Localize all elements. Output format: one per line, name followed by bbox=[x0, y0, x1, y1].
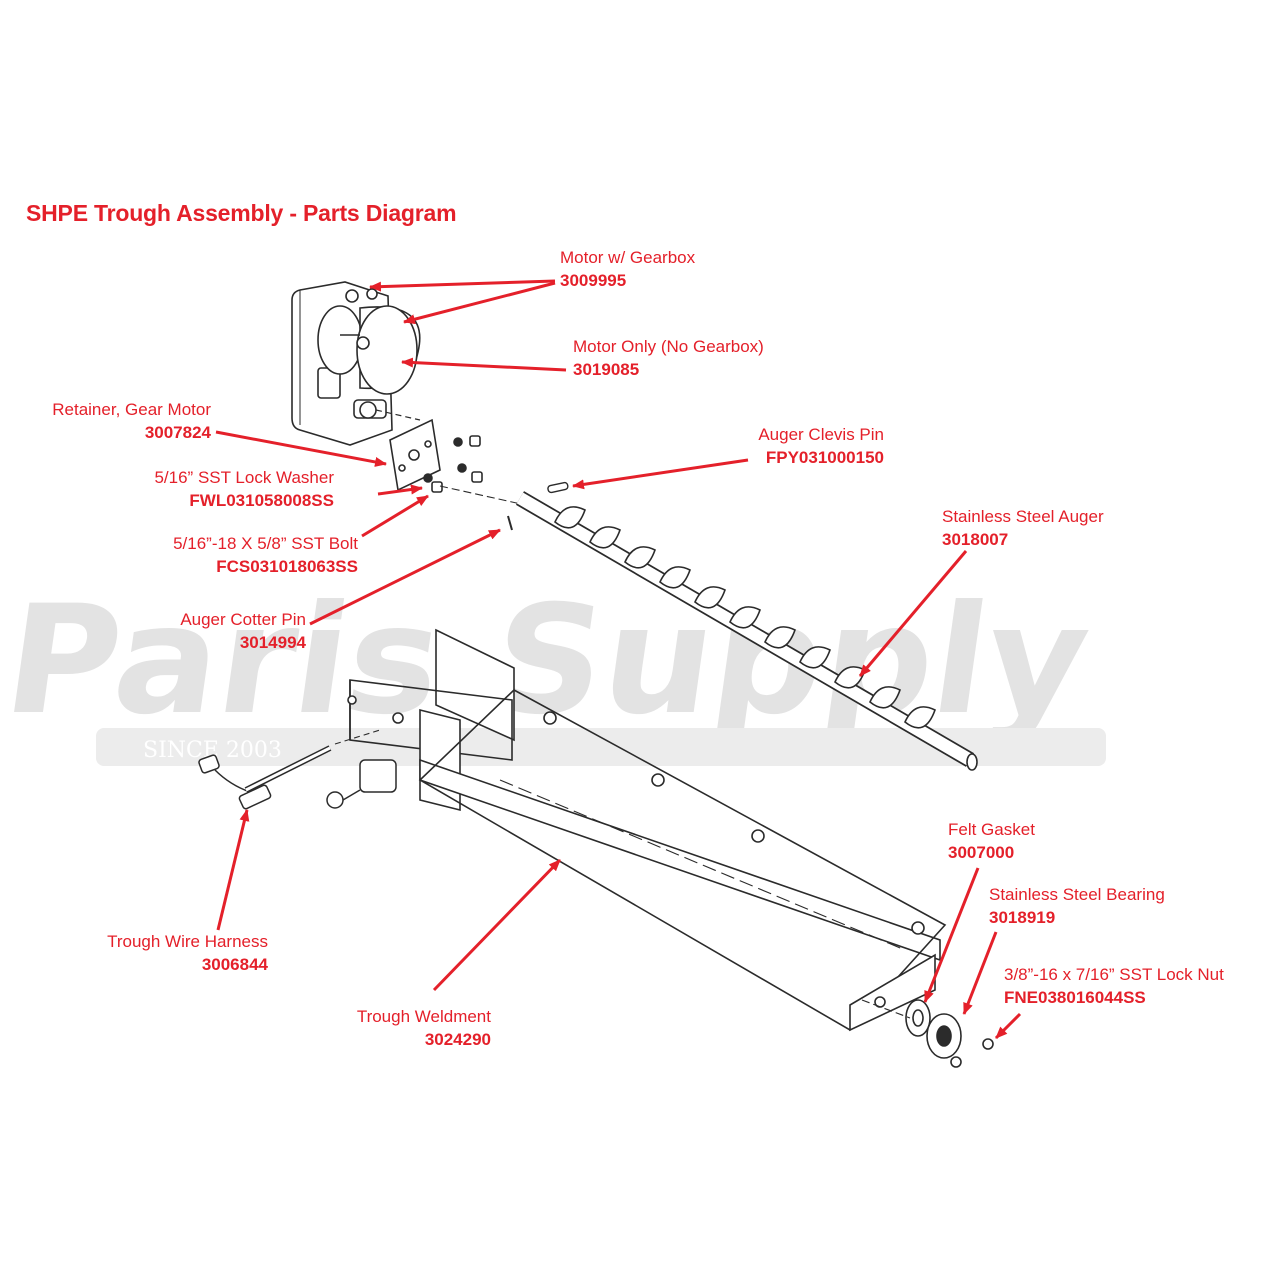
callout-clevis-pin: Auger Clevis Pin FPY031000150 bbox=[758, 423, 884, 469]
part-name: Auger Cotter Pin bbox=[180, 610, 306, 629]
trough-drawing bbox=[347, 628, 947, 1032]
arrow-motor-gearbox-b bbox=[403, 281, 556, 325]
part-number: 3018919 bbox=[989, 908, 1056, 927]
callout-cotter-pin: Auger Cotter Pin 3014994 bbox=[180, 608, 306, 654]
part-name: Stainless Steel Bearing bbox=[989, 885, 1165, 904]
callout-felt-gasket: Felt Gasket 3007000 bbox=[948, 818, 1035, 864]
arrow-trough bbox=[432, 858, 562, 992]
part-number: 3014994 bbox=[239, 633, 306, 652]
pins-drawing bbox=[507, 481, 569, 531]
callout-retainer: Retainer, Gear Motor 3007824 bbox=[52, 398, 211, 444]
arrow-motor-only bbox=[401, 357, 567, 372]
arrow-cotter-pin bbox=[309, 528, 501, 626]
arrow-clevis-pin bbox=[572, 458, 749, 490]
arrow-retainer bbox=[215, 430, 387, 467]
part-number: 3009995 bbox=[560, 271, 627, 290]
callout-lock-nut: 3/8”-16 x 7/16” SST Lock Nut FNE03801604… bbox=[1004, 963, 1224, 1009]
part-name: Retainer, Gear Motor bbox=[52, 400, 211, 419]
part-name: Motor Only (No Gearbox) bbox=[573, 337, 764, 356]
callout-bolt: 5/16”-18 X 5/8” SST Bolt FCS031018063SS bbox=[173, 532, 358, 578]
part-name: Felt Gasket bbox=[948, 820, 1035, 839]
part-number: 3019085 bbox=[573, 360, 640, 379]
arrow-lock-nut bbox=[994, 1012, 1022, 1040]
callout-trough: Trough Weldment 3024290 bbox=[357, 1005, 491, 1051]
bearing-drawing bbox=[861, 999, 994, 1068]
page-title: SHPE Trough Assembly - Parts Diagram bbox=[26, 200, 457, 226]
arrow-bolt bbox=[361, 494, 429, 538]
part-number: FCS031018063SS bbox=[216, 557, 358, 576]
wire-harness-drawing bbox=[198, 729, 397, 810]
callout-motor-only: Motor Only (No Gearbox) 3019085 bbox=[573, 335, 764, 381]
arrow-auger bbox=[858, 550, 968, 677]
watermark-banner bbox=[96, 728, 1106, 766]
callout-bearing: Stainless Steel Bearing 3018919 bbox=[989, 883, 1165, 929]
part-number: FWL031058008SS bbox=[189, 491, 334, 510]
retainer-drawing bbox=[389, 418, 531, 507]
arrow-bearing bbox=[962, 931, 998, 1015]
part-name: Motor w/ Gearbox bbox=[560, 248, 696, 267]
part-name: Trough Wire Harness bbox=[107, 932, 268, 951]
callout-motor-gearbox: Motor w/ Gearbox 3009995 bbox=[560, 246, 695, 292]
part-name: Auger Clevis Pin bbox=[758, 425, 884, 444]
motor-gearbox-drawing bbox=[291, 281, 421, 446]
part-number: FNE038016044SS bbox=[1004, 988, 1146, 1007]
part-name: 3/8”-16 x 7/16” SST Lock Nut bbox=[1004, 965, 1224, 984]
callout-lock-washer: 5/16” SST Lock Washer FWL031058008SS bbox=[154, 466, 334, 512]
part-number: FPY031000150 bbox=[765, 448, 884, 467]
arrow-felt-gasket bbox=[923, 867, 980, 1003]
part-number: 3018007 bbox=[942, 530, 1009, 549]
arrow-motor-gearbox-a bbox=[369, 279, 556, 292]
auger-drawing bbox=[515, 491, 978, 771]
part-number: 3006844 bbox=[201, 955, 268, 974]
callout-wire-harness: Trough Wire Harness 3006844 bbox=[107, 930, 268, 976]
part-number: 3007824 bbox=[144, 423, 211, 442]
arrow-wire-harness bbox=[216, 809, 250, 931]
part-number: 3007000 bbox=[948, 843, 1015, 862]
callout-auger: Stainless Steel Auger 3018007 bbox=[942, 505, 1104, 551]
part-name: Trough Weldment bbox=[356, 1007, 491, 1026]
arrow-lock-washer bbox=[377, 484, 423, 496]
part-name: 5/16”-18 X 5/8” SST Bolt bbox=[173, 534, 358, 553]
part-name: Stainless Steel Auger bbox=[942, 507, 1104, 526]
part-number: 3024290 bbox=[424, 1030, 491, 1049]
callout-arrows bbox=[215, 279, 1022, 1040]
part-name: 5/16” SST Lock Washer bbox=[154, 468, 334, 487]
